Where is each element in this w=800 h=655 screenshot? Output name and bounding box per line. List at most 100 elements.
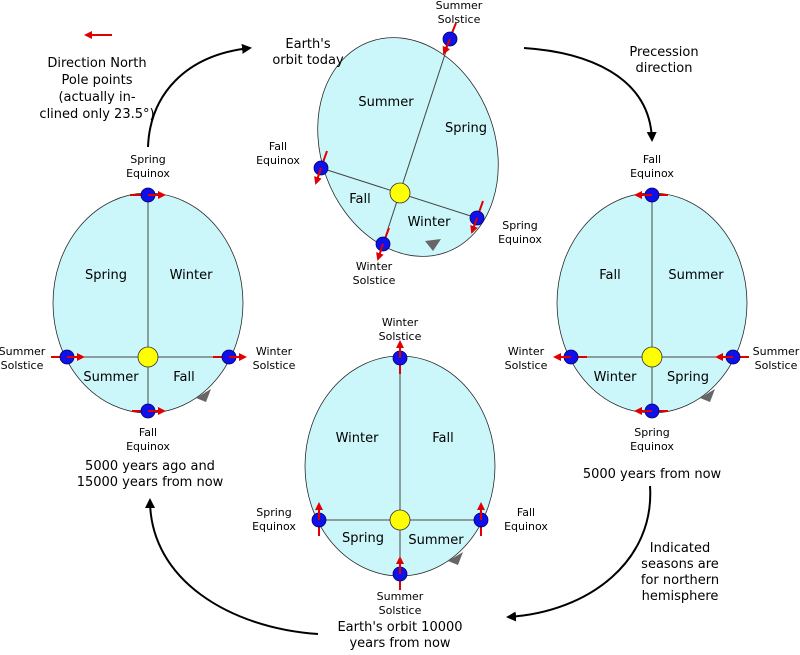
svg-text:Equinox: Equinox	[126, 167, 170, 180]
cycle-arrow-today-to-5000	[523, 47, 657, 142]
spring-equinox-label-5000: Spring	[634, 426, 670, 439]
sun-icon-10000	[389, 509, 411, 531]
svg-text:Solstice: Solstice	[438, 13, 481, 26]
svg-text:Solstice: Solstice	[755, 359, 798, 372]
cycle-arrow-5000-to-10000	[506, 485, 652, 622]
summer-solstice-label-10000: Summer	[377, 590, 424, 603]
orbit-10000-years-from-now: Winter Fall Spring Summer Winter Solstic…	[252, 316, 548, 651]
summer-solstice-earth-past	[51, 349, 85, 365]
orbit-5000-years-ago: Spring Winter Summer Fall Spring Equinox…	[0, 153, 296, 490]
sun-icon-5000	[641, 346, 663, 368]
spring-equinox-label-past: Spring	[130, 153, 166, 166]
fall-equinox-earth-5000	[634, 187, 668, 203]
season-fall-5000: Fall	[599, 268, 620, 283]
summer-solstice-label-past: Summer	[0, 345, 46, 358]
hemisphere-note: Indicated seasons are for northern hemis…	[641, 541, 719, 604]
cycle-arrows	[145, 43, 657, 635]
sun-icon-today	[389, 182, 411, 204]
caption-today-line-1: Earth's	[285, 37, 330, 52]
caption-past-line-1: 5000 years ago and	[85, 459, 215, 474]
cycle-arrow-10000-to-past	[145, 498, 319, 635]
season-spring-today: Spring	[445, 121, 487, 136]
caption-10000-line-2: years from now	[349, 636, 450, 650]
season-spring-10000: Spring	[342, 531, 384, 546]
orbit-today: Summer Spring Fall Winter Summer Solstic…	[256, 0, 542, 287]
fall-equinox-earth-past	[132, 403, 166, 419]
fall-equinox-earth-10000	[473, 502, 489, 536]
caption-5000-years: 5000 years from now	[583, 467, 722, 482]
svg-text:Equinox: Equinox	[630, 440, 674, 453]
winter-solstice-earth-10000	[392, 340, 408, 374]
summer-solstice-earth-10000	[392, 556, 408, 590]
svg-text:Solstice: Solstice	[505, 359, 548, 372]
winter-solstice-label-today: Winter	[356, 260, 393, 273]
winter-solstice-label-past: Winter	[256, 345, 293, 358]
winter-solstice-earth-5000	[553, 349, 587, 365]
svg-text:Equinox: Equinox	[504, 520, 548, 533]
winter-solstice-label-5000: Winter	[508, 345, 545, 358]
winter-solstice-label-10000: Winter	[382, 316, 419, 329]
svg-text:Solstice: Solstice	[1, 359, 44, 372]
sun-icon-past	[137, 346, 159, 368]
caption-past-line-2: 15000 years from now	[77, 475, 224, 490]
svg-text:Solstice: Solstice	[379, 330, 422, 343]
caption-10000-line-1: Earth's orbit 10000	[337, 620, 462, 635]
svg-text:Equinox: Equinox	[252, 520, 296, 533]
season-summer-past: Summer	[83, 370, 139, 385]
summer-solstice-label-5000: Summer	[753, 345, 800, 358]
spring-equinox-label-today: Spring	[502, 219, 538, 232]
season-winter-today: Winter	[408, 215, 452, 230]
season-fall-10000: Fall	[432, 431, 453, 446]
svg-text:Solstice: Solstice	[253, 359, 296, 372]
season-summer-5000: Summer	[668, 268, 724, 283]
season-spring-5000: Spring	[667, 370, 709, 385]
fall-equinox-label-today: Fall	[269, 140, 287, 153]
legend: Direction North Pole points (actually in…	[39, 31, 155, 122]
spring-equinox-earth-5000	[634, 403, 668, 419]
winter-solstice-earth-today	[375, 227, 391, 261]
orbital-motion-arrow-icon	[425, 239, 441, 251]
summer-solstice-earth-today	[442, 22, 458, 55]
svg-text:Equinox: Equinox	[256, 154, 300, 167]
cycle-arrow-past-to-today	[147, 43, 252, 148]
precession-caption-line-2: direction	[636, 61, 693, 76]
svg-text:Equinox: Equinox	[498, 233, 542, 246]
season-fall-today: Fall	[349, 192, 370, 207]
legend-line-1: Direction North	[47, 56, 146, 71]
spring-equinox-earth-10000	[311, 502, 327, 536]
season-winter-5000: Winter	[594, 370, 638, 385]
precession-caption-line-1: Precession	[629, 45, 698, 60]
orbital-motion-arrow-icon	[196, 389, 211, 402]
orbit-ellipse-today	[317, 37, 499, 257]
orbit-5000-years-from-now: Fall Summer Winter Spring Fall Equinox W…	[505, 153, 800, 482]
spring-equinox-label-10000: Spring	[256, 506, 292, 519]
season-winter-10000: Winter	[336, 431, 380, 446]
season-summer-today: Summer	[358, 95, 414, 110]
fall-equinox-earth-today	[313, 150, 329, 185]
fall-equinox-label-5000: Fall	[643, 153, 661, 166]
fall-equinox-label-10000: Fall	[517, 506, 535, 519]
legend-line-3: (actually in-	[58, 90, 135, 105]
legend-line-2: Pole points	[62, 73, 133, 88]
svg-text:Solstice: Solstice	[379, 604, 422, 617]
summer-solstice-earth-5000	[715, 349, 749, 365]
note-line-3: for northern	[641, 573, 719, 588]
orbital-motion-arrow-icon	[700, 389, 715, 402]
season-winter-past: Winter	[170, 268, 214, 283]
season-summer-10000: Summer	[408, 533, 464, 548]
spring-equinox-earth-today	[469, 200, 485, 234]
season-spring-past: Spring	[85, 268, 127, 283]
caption-today-line-2: orbit today	[272, 53, 344, 68]
svg-text:Equinox: Equinox	[126, 440, 170, 453]
svg-text:Solstice: Solstice	[353, 274, 396, 287]
fall-equinox-label-past: Fall	[139, 426, 157, 439]
note-line-2: seasons are	[641, 557, 719, 572]
summer-solstice-label-today: Summer	[436, 0, 483, 12]
note-line-4: hemisphere	[642, 589, 719, 604]
orbital-motion-arrow-icon	[448, 552, 463, 565]
legend-line-4: clined only 23.5°)	[39, 107, 154, 122]
spring-equinox-earth-past	[130, 187, 166, 203]
note-line-1: Indicated	[650, 541, 710, 556]
